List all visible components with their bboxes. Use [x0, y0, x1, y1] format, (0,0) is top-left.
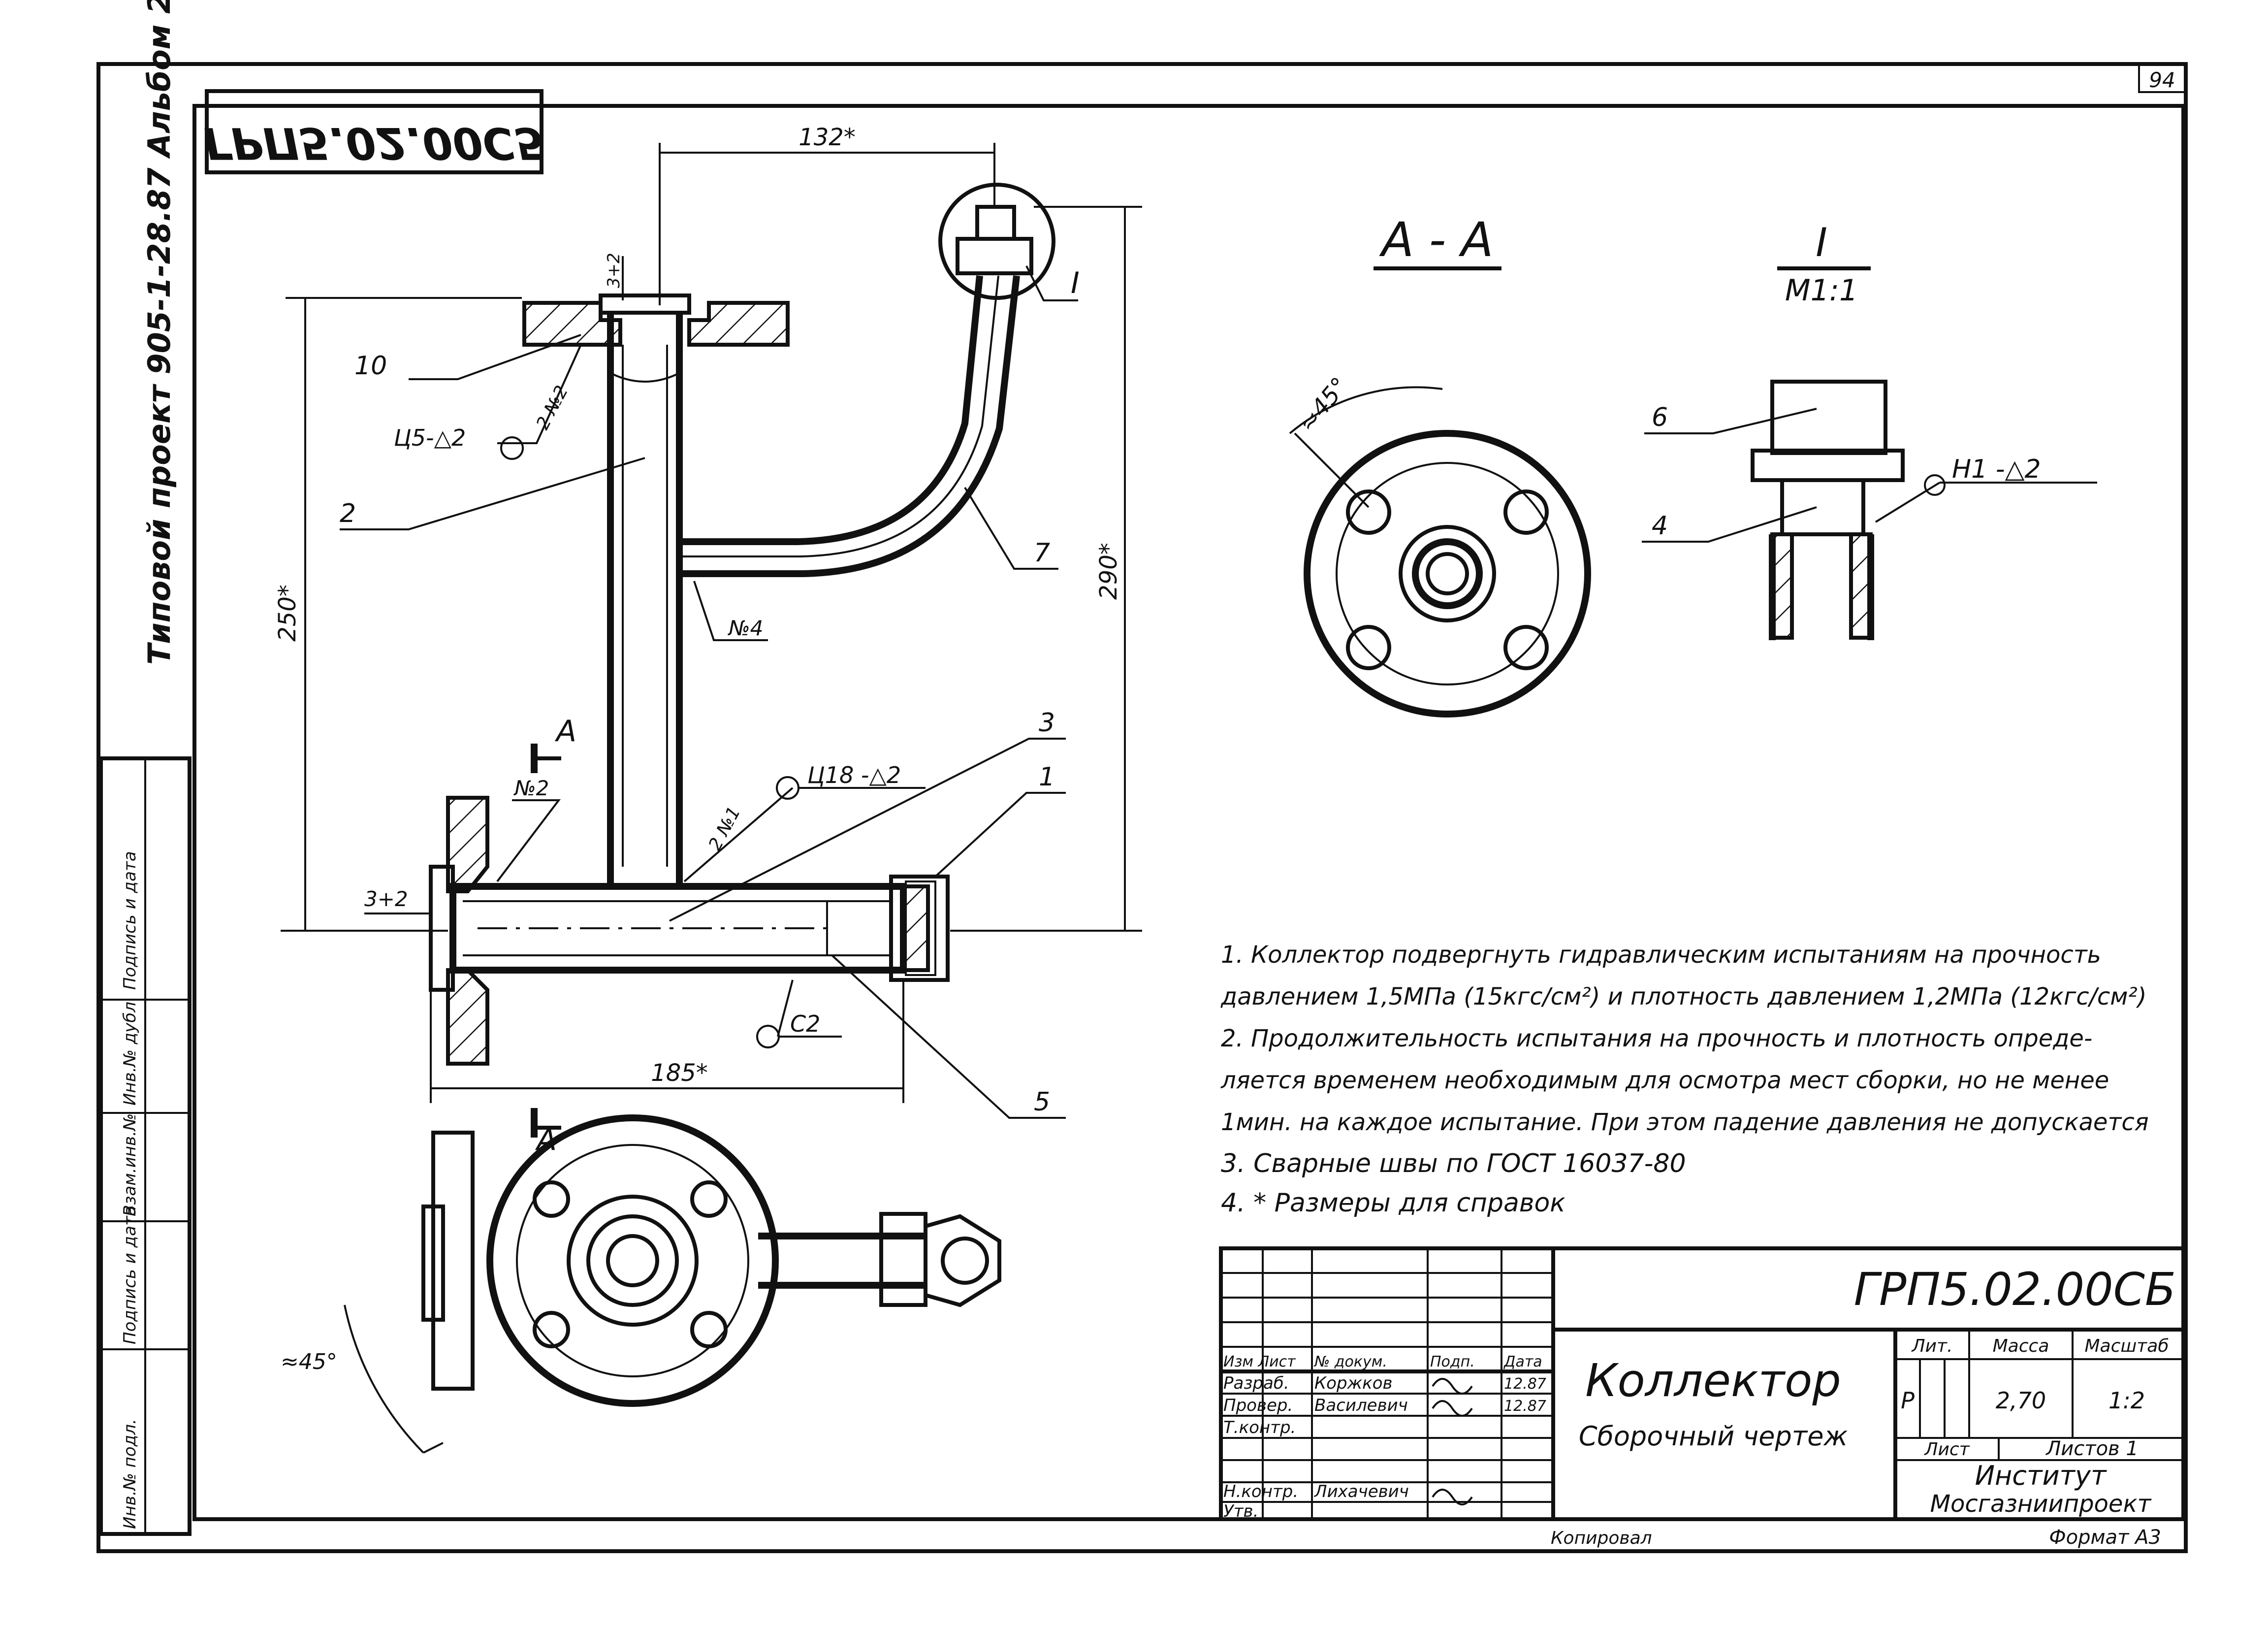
dim-bottom-width: 185*	[651, 1059, 708, 1087]
dim-angle-bottom: ≈45°	[281, 1349, 337, 1374]
side-table-h2: Подпись и дата	[120, 1205, 140, 1344]
dim-gap-left: 3+2	[364, 887, 408, 911]
technical-notes: 1. Коллектор подвергнуть гидравлическим …	[1220, 941, 2149, 1218]
doc-code: ГРП5.02.00СБ	[1854, 1263, 2176, 1316]
leader-item-1: 1	[1039, 762, 1055, 792]
page-number: 94	[2149, 68, 2175, 92]
side-table-h3: Взам.инв.№	[120, 1113, 140, 1216]
note-line-6: 3. Сварные швы по ГОСТ 16037-80	[1221, 1149, 1686, 1178]
main-view: А	[429, 183, 1055, 1138]
tb-row-3-role: Т.контр.	[1223, 1418, 1296, 1437]
drawing-name: Коллектор	[1585, 1354, 1841, 1407]
tb-row-2-name: Василевич	[1314, 1396, 1408, 1415]
leader-item-10: 10	[354, 351, 387, 381]
leader-item-5: 5	[1034, 1087, 1050, 1117]
tb-row-0-role: Изм Лист	[1223, 1353, 1296, 1370]
note-line-5: 1мин. на каждое испытание. При этом паде…	[1221, 1108, 2149, 1136]
weld-label-2: Ц18 -△2	[807, 762, 901, 788]
tb-row-2-role: Провер.	[1223, 1396, 1293, 1415]
dim-top-width: 132*	[799, 124, 856, 151]
tb-row-0-date: Дата	[1503, 1353, 1542, 1370]
signature-scribble	[1432, 1378, 1473, 1505]
leader-item-6: 6	[1652, 403, 1668, 432]
tb-row-4-role: Н.контр.	[1223, 1482, 1298, 1501]
tb-row-2-date: 12.87	[1504, 1398, 1546, 1415]
tb-row-1-name: Коржков	[1314, 1373, 1393, 1393]
weld-label-2-no: 2 №1	[705, 803, 745, 854]
note-line-7: 4. * Размеры для справок	[1221, 1188, 1565, 1218]
col-mass: Масса	[1993, 1336, 2049, 1356]
side-stamp-code: ГРП5.02.00С5	[203, 89, 545, 174]
detail-title: I	[1816, 220, 1827, 265]
weld-label-6: Н1 -△2	[1952, 455, 2041, 484]
sheets-label: Листов 1	[2045, 1437, 2139, 1460]
dimension-lines	[281, 143, 1142, 1103]
tb-row-1-date: 12.87	[1504, 1375, 1546, 1393]
org-line-1: Институт	[1975, 1460, 2107, 1491]
dim-right-height: 290*	[1095, 543, 1122, 600]
side-table-h5: Подпись и дата	[120, 851, 140, 990]
weld-label-1: Ц5-△2	[394, 424, 466, 451]
tb-row-0-name: № докум.	[1313, 1353, 1387, 1370]
section-mark-a-top: А	[554, 714, 576, 749]
leader-lines	[340, 265, 1078, 1119]
leader-item-4: 4	[1652, 511, 1668, 541]
title-block	[1219, 1246, 2185, 1521]
svg-text:ГРП5.02.00С5: ГРП5.02.00С5	[203, 118, 544, 168]
dim-angle-aa: ≈45°	[1293, 372, 1353, 437]
weld-label-5: №2	[513, 776, 549, 800]
leader-item-7: 7	[1034, 538, 1050, 568]
section-aa-title: А - А	[1378, 212, 1493, 267]
note-line-3: 2. Продолжительность испытания на прочно…	[1221, 1025, 2092, 1052]
section-aa-view: А - А	[1289, 212, 1591, 717]
side-table-h1: Инв.№ подл.	[120, 1419, 140, 1529]
leader-item-3: 3	[1039, 708, 1055, 738]
side-table-h4: Инв.№ дубл.	[120, 996, 140, 1106]
weld-label-4: №4	[728, 616, 763, 640]
drawing-subname: Сборочный чертеж	[1579, 1421, 1848, 1452]
sheet-label: Лист	[1923, 1439, 1970, 1460]
note-line-1: 1. Коллектор подвергнуть гидравлическим …	[1221, 941, 2101, 969]
tb-row-4-name: Лихачевич	[1313, 1482, 1409, 1501]
detail-scale: М1:1	[1785, 273, 1858, 308]
weld-label-3: С2	[790, 1010, 820, 1037]
weld-label-1-no: 2 №2	[533, 382, 573, 433]
tb-row-0-sign: Подп.	[1430, 1353, 1475, 1370]
side-stamp-project: Типовой проект 905-1-28.87 Альбом 2	[141, 0, 177, 665]
tb-row-1-role: Разраб.	[1223, 1373, 1289, 1393]
detail-i-view: I М1:1	[1642, 220, 2097, 640]
col-scale: Масштаб	[2084, 1336, 2169, 1356]
lit-value: Р	[1901, 1387, 1915, 1414]
dim-gap-top: 3+2	[604, 253, 624, 288]
copied-label: Копировал	[1551, 1528, 1652, 1548]
col-lit: Лит.	[1911, 1336, 1953, 1356]
side-table: Подпись и дата Инв.№ дубл. Взам.инв.№ По…	[99, 756, 192, 1536]
outer-frame	[96, 62, 2188, 1553]
scale-value: 1:2	[2108, 1387, 2145, 1414]
section-mark-a-bottom: А	[535, 1123, 557, 1157]
page-number-box	[2138, 64, 2187, 93]
note-line-4: ляется временем необходимым для осмотра …	[1220, 1067, 2109, 1094]
dim-left-height: 250*	[274, 585, 301, 642]
leader-item-2: 2	[340, 499, 356, 528]
tb-row-5-role: Утв.	[1223, 1501, 1258, 1521]
note-line-2: давлением 1,5МПа (15кгс/см²) и плотность…	[1220, 983, 2146, 1010]
plan-view: А	[344, 1114, 1001, 1454]
inner-frame	[192, 104, 2185, 1521]
format-label: Формат А3	[2049, 1526, 2161, 1549]
mass-value: 2,70	[1996, 1387, 2046, 1414]
detail-mark-i: I	[1071, 266, 1080, 300]
org-line-2: Мосгазниипроект	[1930, 1490, 2152, 1518]
